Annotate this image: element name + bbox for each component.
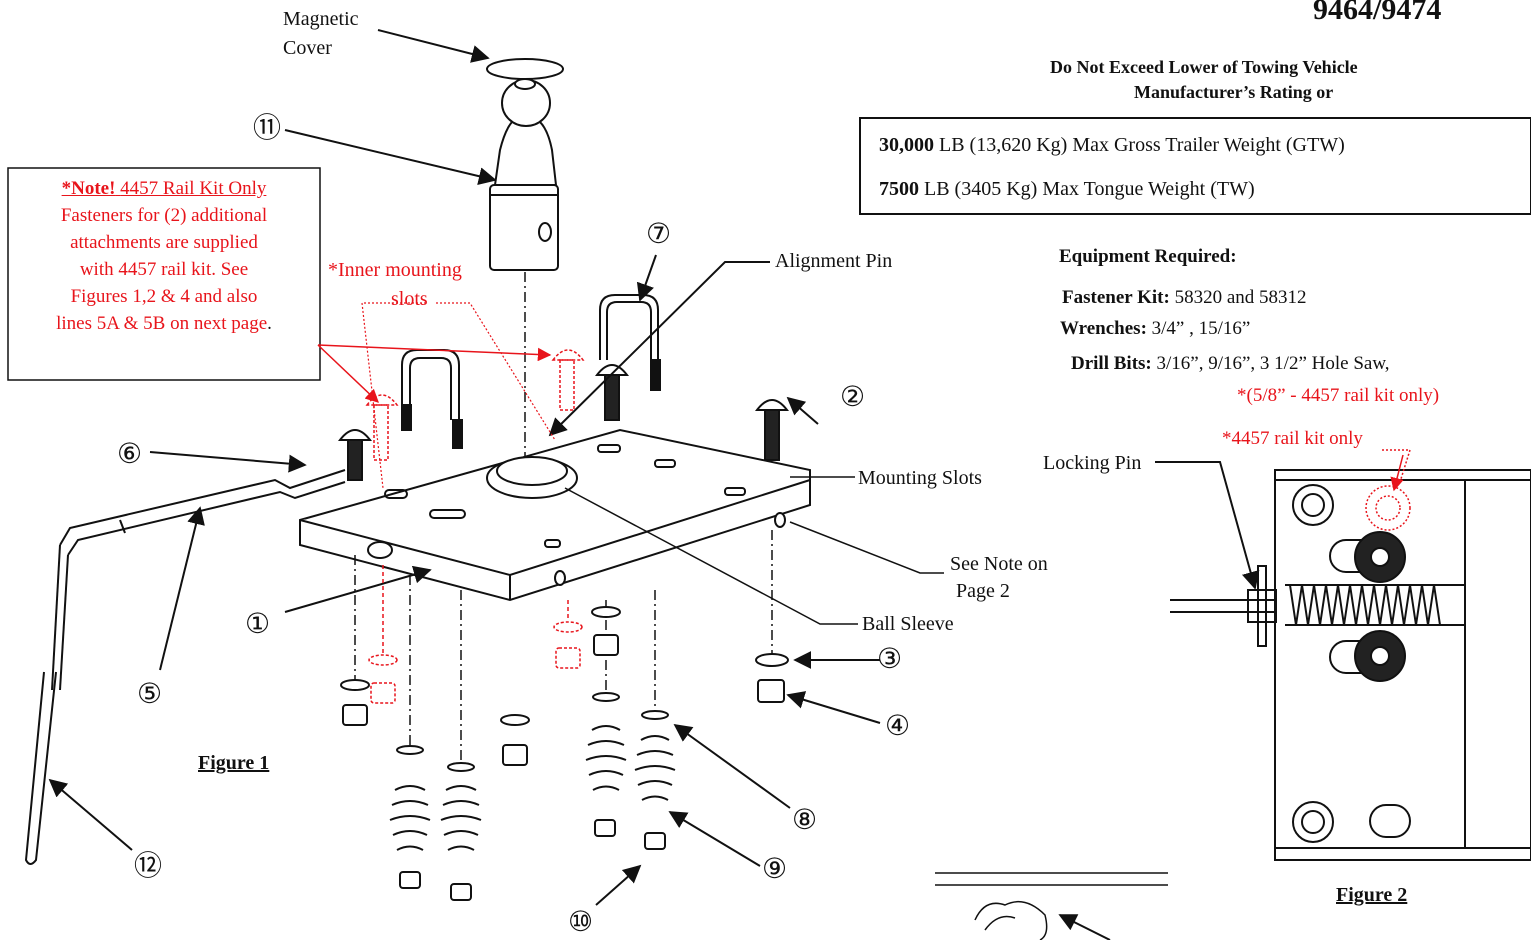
- wrenches: Wrenches: 3/4” , 15/16”: [1060, 318, 1250, 341]
- equipment-title: Equipment Required:: [1059, 246, 1237, 267]
- tw-rating: 7500 LB (3405 Kg) Max Tongue Weight (TW): [879, 177, 1255, 201]
- gtw-text: LB (13,620 Kg) Max Gross Trailer Weight …: [939, 134, 1345, 156]
- callout-6: ⑥: [117, 437, 143, 470]
- note-line-1: Fasteners for (2) additional: [60, 205, 268, 226]
- drill-value: 3/16”, 9/16”, 3 1/2” Hole Saw,: [1156, 353, 1390, 374]
- note-line-5-wrap: lines 5A & 5B on next page.: [8, 310, 320, 337]
- label-see-note-2: Page 2: [956, 580, 1010, 602]
- callout-10: ⑩: [568, 905, 594, 938]
- figure2-detail: [1170, 469, 1531, 861]
- gtw-rating: 30,000 LB (13,620 Kg) Max Gross Trailer …: [879, 133, 1345, 157]
- washers-nuts: [340, 606, 789, 766]
- warning-line-1: Do Not Exceed Lower of Towing Vehicle: [1050, 57, 1358, 77]
- callout-7: ⑦: [646, 217, 672, 250]
- label-alignment-pin: Alignment Pin: [775, 250, 893, 272]
- label-inner-mounting: *Inner mounting: [328, 259, 462, 281]
- label-rail-kit-only: *4457 rail kit only: [1222, 428, 1363, 449]
- note-box: [7, 167, 321, 381]
- label-ball-sleeve: Ball Sleeve: [862, 613, 954, 635]
- model-number: 9464/9474: [1313, 0, 1442, 26]
- fig3-fragment: [935, 872, 1168, 940]
- fastener-label: Fastener Kit:: [1062, 287, 1170, 308]
- label-mounting-slots: Mounting Slots: [858, 467, 982, 489]
- note-line-2: attachments are supplied: [70, 232, 258, 253]
- drill-label: Drill Bits:: [1071, 353, 1152, 374]
- wrenches-label: Wrenches:: [1060, 318, 1147, 339]
- callout-1: ①: [245, 607, 271, 640]
- callout-5: ⑤: [137, 677, 163, 710]
- handle: [24, 469, 346, 865]
- label-inner-slots: slots: [391, 288, 428, 310]
- callout-2: ②: [840, 380, 866, 413]
- fastener-kit: Fastener Kit: 58320 and 58312: [1062, 287, 1307, 310]
- callout-12: ⑫: [134, 849, 163, 882]
- note-title-bold: *Note!: [61, 178, 116, 199]
- magnetic-cover: [486, 58, 564, 80]
- wrenches-value: 3/4” , 15/16”: [1151, 318, 1251, 339]
- label-magnetic: Magnetic: [283, 8, 359, 30]
- inner-mount-bolts-red: [365, 349, 585, 461]
- label-cover: Cover: [283, 37, 332, 59]
- tw-value: 7500: [879, 178, 919, 200]
- springs: [389, 692, 676, 851]
- note-line-5: lines 5A & 5B on next page: [56, 313, 268, 334]
- tw-text: LB (3405 Kg) Max Tongue Weight (TW): [924, 178, 1255, 200]
- ratings-box: [859, 117, 1531, 215]
- drill-note: *(5/8” - 4457 rail kit only): [1237, 385, 1440, 406]
- callout-9: ⑨: [762, 852, 788, 885]
- callout-3: ③: [877, 642, 903, 675]
- note-period: .: [267, 313, 272, 334]
- note-line-4: Figures 1,2 & 4 and also: [70, 286, 258, 307]
- hitch-plate: [299, 428, 811, 602]
- warning-line-2: Manufacturer’s Rating or: [1134, 82, 1334, 102]
- callout-11: ⑪: [253, 111, 282, 144]
- drill-bits: Drill Bits: 3/16”, 9/16”, 3 1/2” Hole Sa…: [1071, 353, 1390, 376]
- callout-8: ⑧: [792, 803, 818, 836]
- note-text: *Note! 4457 Rail Kit Only Fasteners for …: [8, 175, 320, 337]
- figure-1-caption: Figure 1: [198, 752, 270, 774]
- figure-2-caption: Figure 2: [1336, 884, 1408, 906]
- label-see-note-1: See Note on: [950, 553, 1048, 575]
- note-title: *Note! 4457 Rail Kit Only: [8, 175, 320, 202]
- note-title-rest: 4457 Rail Kit Only: [120, 178, 267, 199]
- note-line-3: with 4457 rail kit. See: [79, 259, 249, 280]
- callout-4: ④: [885, 709, 911, 742]
- gtw-value: 30,000: [879, 134, 934, 156]
- hitch-ball: [489, 78, 559, 271]
- label-locking-pin: Locking Pin: [1043, 452, 1142, 474]
- fastener-value: 58320 and 58312: [1174, 287, 1307, 308]
